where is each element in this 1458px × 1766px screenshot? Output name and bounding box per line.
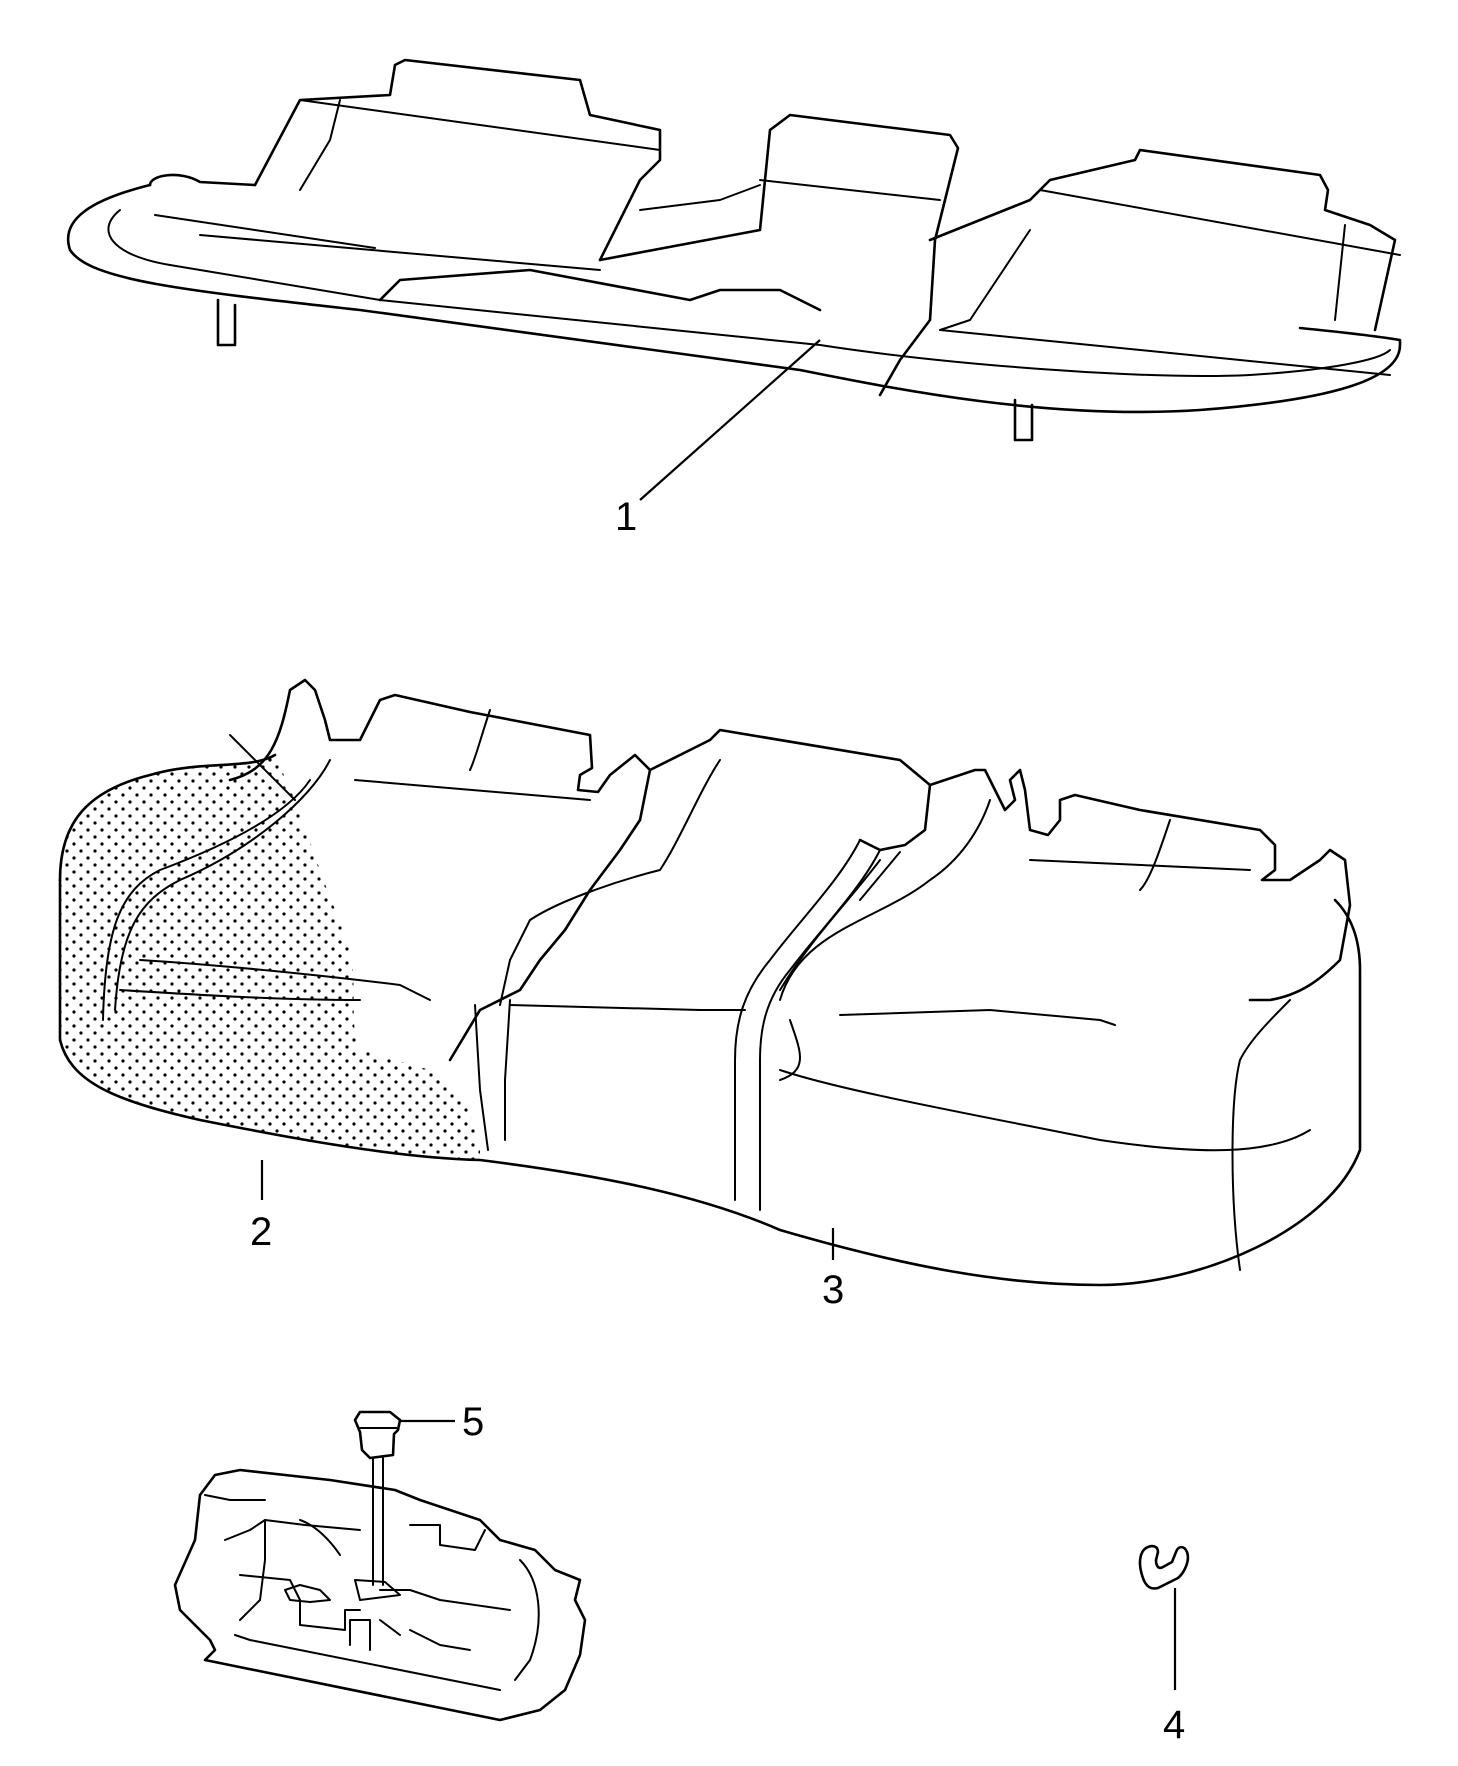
foam-dotted-area — [60, 755, 480, 1160]
leader-line-1 — [639, 339, 821, 501]
wire-hook-part: 4 — [1138, 1544, 1190, 1747]
seat-frame-part: 1 — [66, 58, 1402, 539]
callout-4: 4 — [1163, 1703, 1185, 1747]
seat-cushion-part: 2 3 — [58, 678, 1362, 1312]
hook-shape — [1138, 1544, 1190, 1590]
clip-shape — [353, 1410, 402, 1460]
clip-detail-part: 5 — [173, 1400, 587, 1722]
callout-5: 5 — [462, 1400, 484, 1444]
callout-1: 1 — [615, 495, 637, 539]
callout-3: 3 — [822, 1268, 844, 1312]
callout-2: 2 — [250, 1210, 272, 1254]
